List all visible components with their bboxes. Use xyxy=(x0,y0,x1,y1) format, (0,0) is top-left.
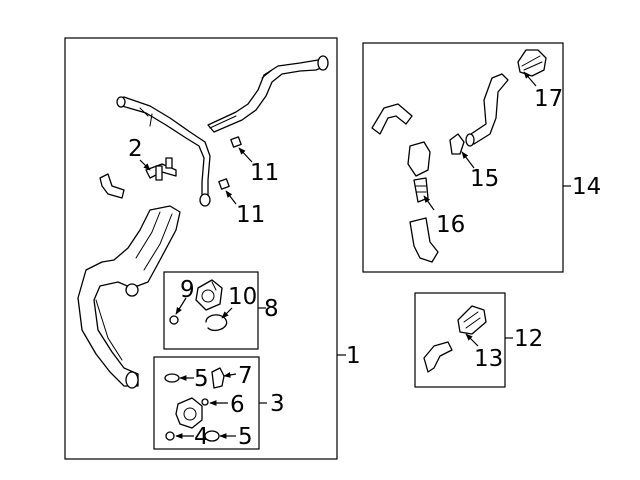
hose-clamp-upper xyxy=(230,136,242,148)
lower-coolant-hose xyxy=(77,205,181,389)
callout-3: 3 xyxy=(270,391,285,417)
hose-12 xyxy=(423,341,453,373)
callout-6: 6 xyxy=(230,392,245,418)
fitting-16 xyxy=(407,141,431,203)
tee-fitting xyxy=(145,157,177,181)
connector-17 xyxy=(517,49,547,77)
callout-12: 12 xyxy=(514,326,543,352)
callout-8: 8 xyxy=(264,296,279,322)
callout-14: 14 xyxy=(572,174,601,200)
hose-15 xyxy=(449,73,509,155)
upper-coolant-hose xyxy=(207,55,329,133)
callout-11-upper: 11 xyxy=(250,160,279,186)
callout-16: 16 xyxy=(436,212,465,238)
assembly-box-1 xyxy=(64,37,338,460)
callout-5-lower: 5 xyxy=(238,424,253,450)
assembly-box-12 xyxy=(414,292,506,388)
elbow-hose-14 xyxy=(371,103,413,135)
callout-10: 10 xyxy=(228,284,257,310)
o-ring-9 xyxy=(169,315,179,325)
callout-11-lower: 11 xyxy=(236,202,265,228)
callout-2: 2 xyxy=(128,136,143,162)
clip-10 xyxy=(205,314,228,332)
o-ring-6 xyxy=(201,398,209,406)
small-elbow-hose xyxy=(99,173,125,199)
callout-15: 15 xyxy=(470,166,499,192)
callout-9: 9 xyxy=(180,277,195,303)
callout-4: 4 xyxy=(194,424,209,450)
coolant-pipe xyxy=(116,96,211,207)
seal-4 xyxy=(165,431,175,441)
hose-clamp-lower xyxy=(218,178,230,190)
callout-13: 13 xyxy=(474,346,503,372)
subassembly-box-8 xyxy=(163,271,259,350)
callout-5-upper: 5 xyxy=(194,366,209,392)
assembly-box-14 xyxy=(362,42,564,273)
clip-5-upper xyxy=(164,373,180,383)
callout-17: 17 xyxy=(534,86,563,112)
thermostat-housing xyxy=(175,397,203,429)
clip-5-lower xyxy=(204,430,220,442)
sensor-7 xyxy=(211,367,225,389)
connector-13 xyxy=(457,305,487,335)
callout-7: 7 xyxy=(238,363,253,389)
water-outlet xyxy=(195,279,223,311)
lower-hose-14 xyxy=(409,217,439,263)
callout-1: 1 xyxy=(346,343,361,369)
